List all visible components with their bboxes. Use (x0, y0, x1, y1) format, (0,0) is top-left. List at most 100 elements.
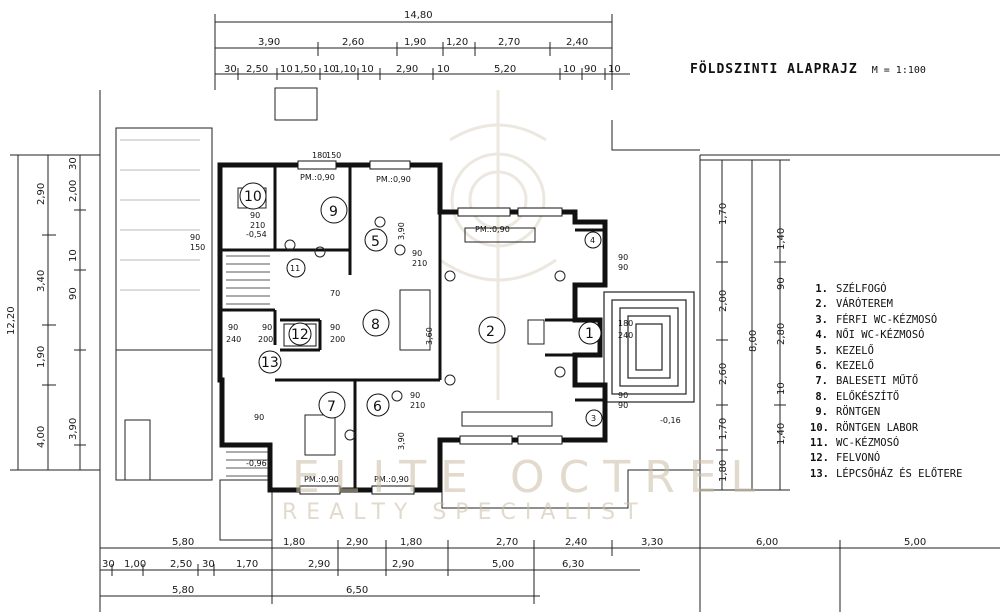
svg-text:2,90: 2,90 (308, 559, 330, 570)
svg-text:5,00: 5,00 (492, 559, 514, 570)
svg-text:30: 30 (102, 559, 115, 570)
dim-bottom-row3: 5,80 6,50 (172, 585, 368, 596)
room-label-2: 2 (486, 324, 495, 340)
svg-text:10: 10 (776, 382, 787, 395)
room-number-labels: 1 2 3 4 5 6 7 8 9 10 11 12 13 (239, 182, 603, 427)
legend-item: 7.BALESETI MŰTŐ (815, 375, 919, 388)
legend-item: 3.FÉRFI WC-KÉZMOSÓ (815, 313, 938, 326)
svg-text:10: 10 (563, 64, 576, 75)
svg-text:10: 10 (361, 64, 374, 75)
svg-text:90: 90 (618, 263, 628, 272)
legend-item: 10.RÖNTGEN LABOR (810, 421, 919, 434)
svg-text:70: 70 (330, 289, 340, 298)
watermark-ornament (439, 90, 557, 400)
svg-text:150: 150 (326, 151, 341, 160)
site-outline (99, 87, 1000, 612)
svg-text:2,80: 2,80 (776, 323, 787, 345)
legend-item: 9.RÖNTGEN (815, 406, 881, 419)
svg-text:30: 30 (224, 64, 237, 75)
svg-text:2,40: 2,40 (565, 537, 587, 548)
svg-text:2,60: 2,60 (718, 363, 729, 385)
svg-text:1,90: 1,90 (36, 346, 47, 368)
svg-text:210: 210 (412, 259, 427, 268)
parapet-annotations: PM.:0,90 PM.:0,90 PM.:0,90 PM.:0,90 PM.:… (300, 173, 510, 484)
bottom-dimension-lines (99, 540, 1000, 612)
windows (297, 160, 563, 495)
svg-text:-0,96: -0,96 (246, 459, 267, 468)
svg-text:90: 90 (250, 211, 260, 220)
svg-text:2,60: 2,60 (342, 37, 364, 48)
svg-text:1,80: 1,80 (400, 537, 422, 548)
legend-item: 12.FELVONÓ (810, 452, 881, 465)
svg-text:90: 90 (330, 323, 340, 332)
svg-text:30: 30 (68, 157, 79, 170)
legend-item: 11.WC-KÉZMOSÓ (810, 437, 900, 450)
drawing-scale: M = 1:100 (871, 65, 926, 76)
svg-text:1,40: 1,40 (776, 228, 787, 250)
svg-text:90: 90 (618, 401, 628, 410)
svg-text:PM.:0,90: PM.:0,90 (376, 175, 411, 184)
dim-bottom-row2: 30 1,00 2,50 30 1,70 2,90 2,90 5,00 6,30 (102, 559, 584, 570)
svg-text:210: 210 (250, 221, 265, 230)
svg-text:2,70: 2,70 (496, 537, 518, 548)
svg-text:90: 90 (584, 64, 597, 75)
svg-text:3,30: 3,30 (641, 537, 663, 548)
svg-text:90: 90 (190, 233, 200, 242)
legend-item: 13.LÉPCSŐHÁZ ÉS ELŐTERE (810, 467, 963, 480)
svg-text:90: 90 (228, 323, 238, 332)
svg-text:200: 200 (258, 335, 273, 344)
right-dimension-lines (700, 159, 790, 491)
svg-text:-0,54: -0,54 (246, 230, 267, 239)
room-height-annotations: 3,90 3,60 3,90 (397, 222, 434, 450)
svg-text:5,80: 5,80 (172, 537, 194, 548)
svg-text:10: 10 (437, 64, 450, 75)
svg-text:1,50: 1,50 (294, 64, 316, 75)
svg-text:2,90: 2,90 (346, 537, 368, 548)
svg-text:10: 10 (68, 249, 79, 262)
room-label-12: 12 (291, 327, 309, 343)
drawing-title-text: FÖLDSZINTI ALAPRAJZ (690, 62, 858, 77)
svg-text:10: 10 (280, 64, 293, 75)
svg-text:10: 10 (608, 64, 621, 75)
dim-top-total: 14,80 (404, 10, 433, 21)
svg-text:2,90: 2,90 (392, 559, 414, 570)
fixtures (237, 187, 566, 456)
legend-item: 8.ELŐKÉSZÍTŐ (815, 390, 900, 403)
svg-text:1,10: 1,10 (334, 64, 356, 75)
dim-top-row2: 3,90 2,60 1,90 1,20 2,70 2,40 (258, 37, 588, 48)
svg-text:3,90: 3,90 (397, 432, 406, 450)
svg-text:6,00: 6,00 (756, 537, 778, 548)
svg-text:90: 90 (618, 253, 628, 262)
terrace-hatching (120, 139, 200, 291)
svg-text:240: 240 (226, 335, 241, 344)
dim-right-mid: 1,70 2,00 2,60 1,70 1,80 (718, 203, 729, 482)
svg-text:90: 90 (262, 323, 272, 332)
left-dimension-lines (10, 154, 100, 471)
svg-text:5,00: 5,00 (904, 537, 926, 548)
svg-text:-0,16: -0,16 (660, 416, 681, 425)
room-label-1: 1 (585, 326, 594, 342)
svg-text:3,60: 3,60 (425, 327, 434, 345)
svg-text:90: 90 (618, 391, 628, 400)
svg-text:PM.:0,90: PM.:0,90 (374, 475, 409, 484)
svg-text:3,40: 3,40 (36, 270, 47, 292)
svg-text:2,90: 2,90 (396, 64, 418, 75)
svg-text:2,00: 2,00 (718, 290, 729, 312)
svg-text:1,70: 1,70 (236, 559, 258, 570)
dim-left-inner: 2,00 3,90 30 10 90 (68, 157, 79, 440)
stairwell-steps (226, 255, 270, 477)
legend-item: 1.SZÉLFOGÓ (815, 283, 887, 295)
interior-walls (222, 165, 605, 490)
dim-top-row3: 30 2,50 10 1,50 10 1,10 10 2,90 10 5,20 … (224, 64, 621, 75)
svg-text:2,50: 2,50 (170, 559, 192, 570)
room-label-6: 6 (373, 399, 382, 415)
room-label-9: 9 (329, 204, 338, 220)
svg-text:1,70: 1,70 (718, 418, 729, 440)
svg-text:2,70: 2,70 (498, 37, 520, 48)
dim-left-outer: 12,20 (6, 306, 17, 335)
svg-text:1,70: 1,70 (718, 203, 729, 225)
dim-bottom-row1: 5,80 1,80 2,90 1,80 2,70 2,40 3,30 6,00 … (172, 537, 926, 548)
svg-text:2,50: 2,50 (246, 64, 268, 75)
svg-text:1,90: 1,90 (404, 37, 426, 48)
svg-text:90: 90 (254, 413, 264, 422)
